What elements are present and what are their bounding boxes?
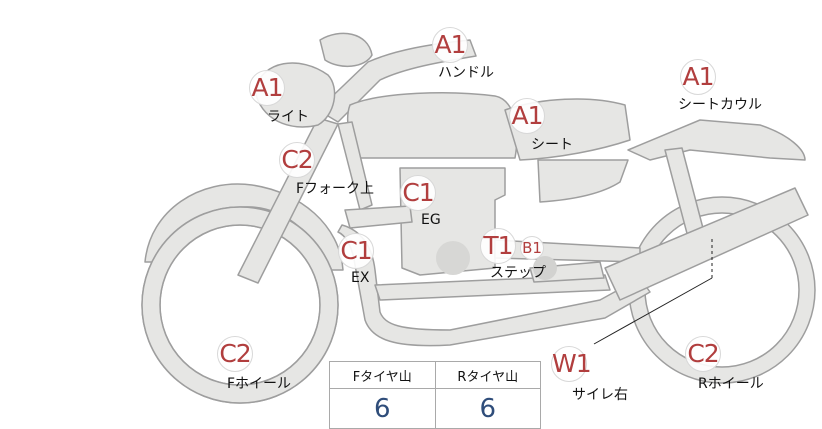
rear-tread-value: 6: [434, 388, 541, 429]
part-label-seat-cowl: シートカウル: [678, 97, 762, 113]
muffler-leader-line: [593, 277, 713, 345]
part-label-seat: シート: [531, 137, 573, 153]
grade-badge-f-fork: C2: [279, 142, 315, 178]
front-tread-value: 6: [329, 388, 436, 429]
part-label-handle: ハンドル: [438, 65, 494, 81]
grade-badge-step-secondary: B1: [520, 236, 544, 260]
grade-badge-light: A1: [249, 70, 285, 106]
grade-badge-muffler: W1: [551, 346, 592, 382]
front-tire: [142, 207, 338, 403]
part-label-f-fork: Fフォーク上: [296, 181, 375, 197]
grade-badge-step: T1: [480, 228, 516, 264]
front-tread-header: Fタイヤ山: [329, 361, 436, 389]
part-label-ex: EX: [351, 270, 370, 286]
part-label-r-wheel: Rホイール: [698, 376, 764, 392]
part-label-step: ステップ: [490, 265, 546, 281]
part-label-light: ライト: [267, 109, 309, 125]
grade-badge-handle: A1: [432, 27, 468, 63]
grade-badge-r-wheel: C2: [685, 336, 721, 372]
grade-badge-eg: C1: [400, 175, 436, 211]
part-label-eg: EG: [421, 212, 441, 228]
part-label-muffler: サイレ右: [572, 387, 628, 403]
grade-badge-ex: C1: [338, 233, 374, 269]
part-label-f-wheel: Fホイール: [227, 376, 292, 392]
rear-tread-header: Rタイヤ山: [434, 361, 541, 389]
grade-badge-seat-cowl: A1: [680, 59, 716, 95]
grade-badge-seat: A1: [509, 98, 545, 134]
grade-badge-f-wheel: C2: [217, 336, 253, 372]
tire-tread-table: Fタイヤ山 Rタイヤ山 6 6: [329, 361, 541, 429]
muffler-shape: [604, 187, 809, 301]
